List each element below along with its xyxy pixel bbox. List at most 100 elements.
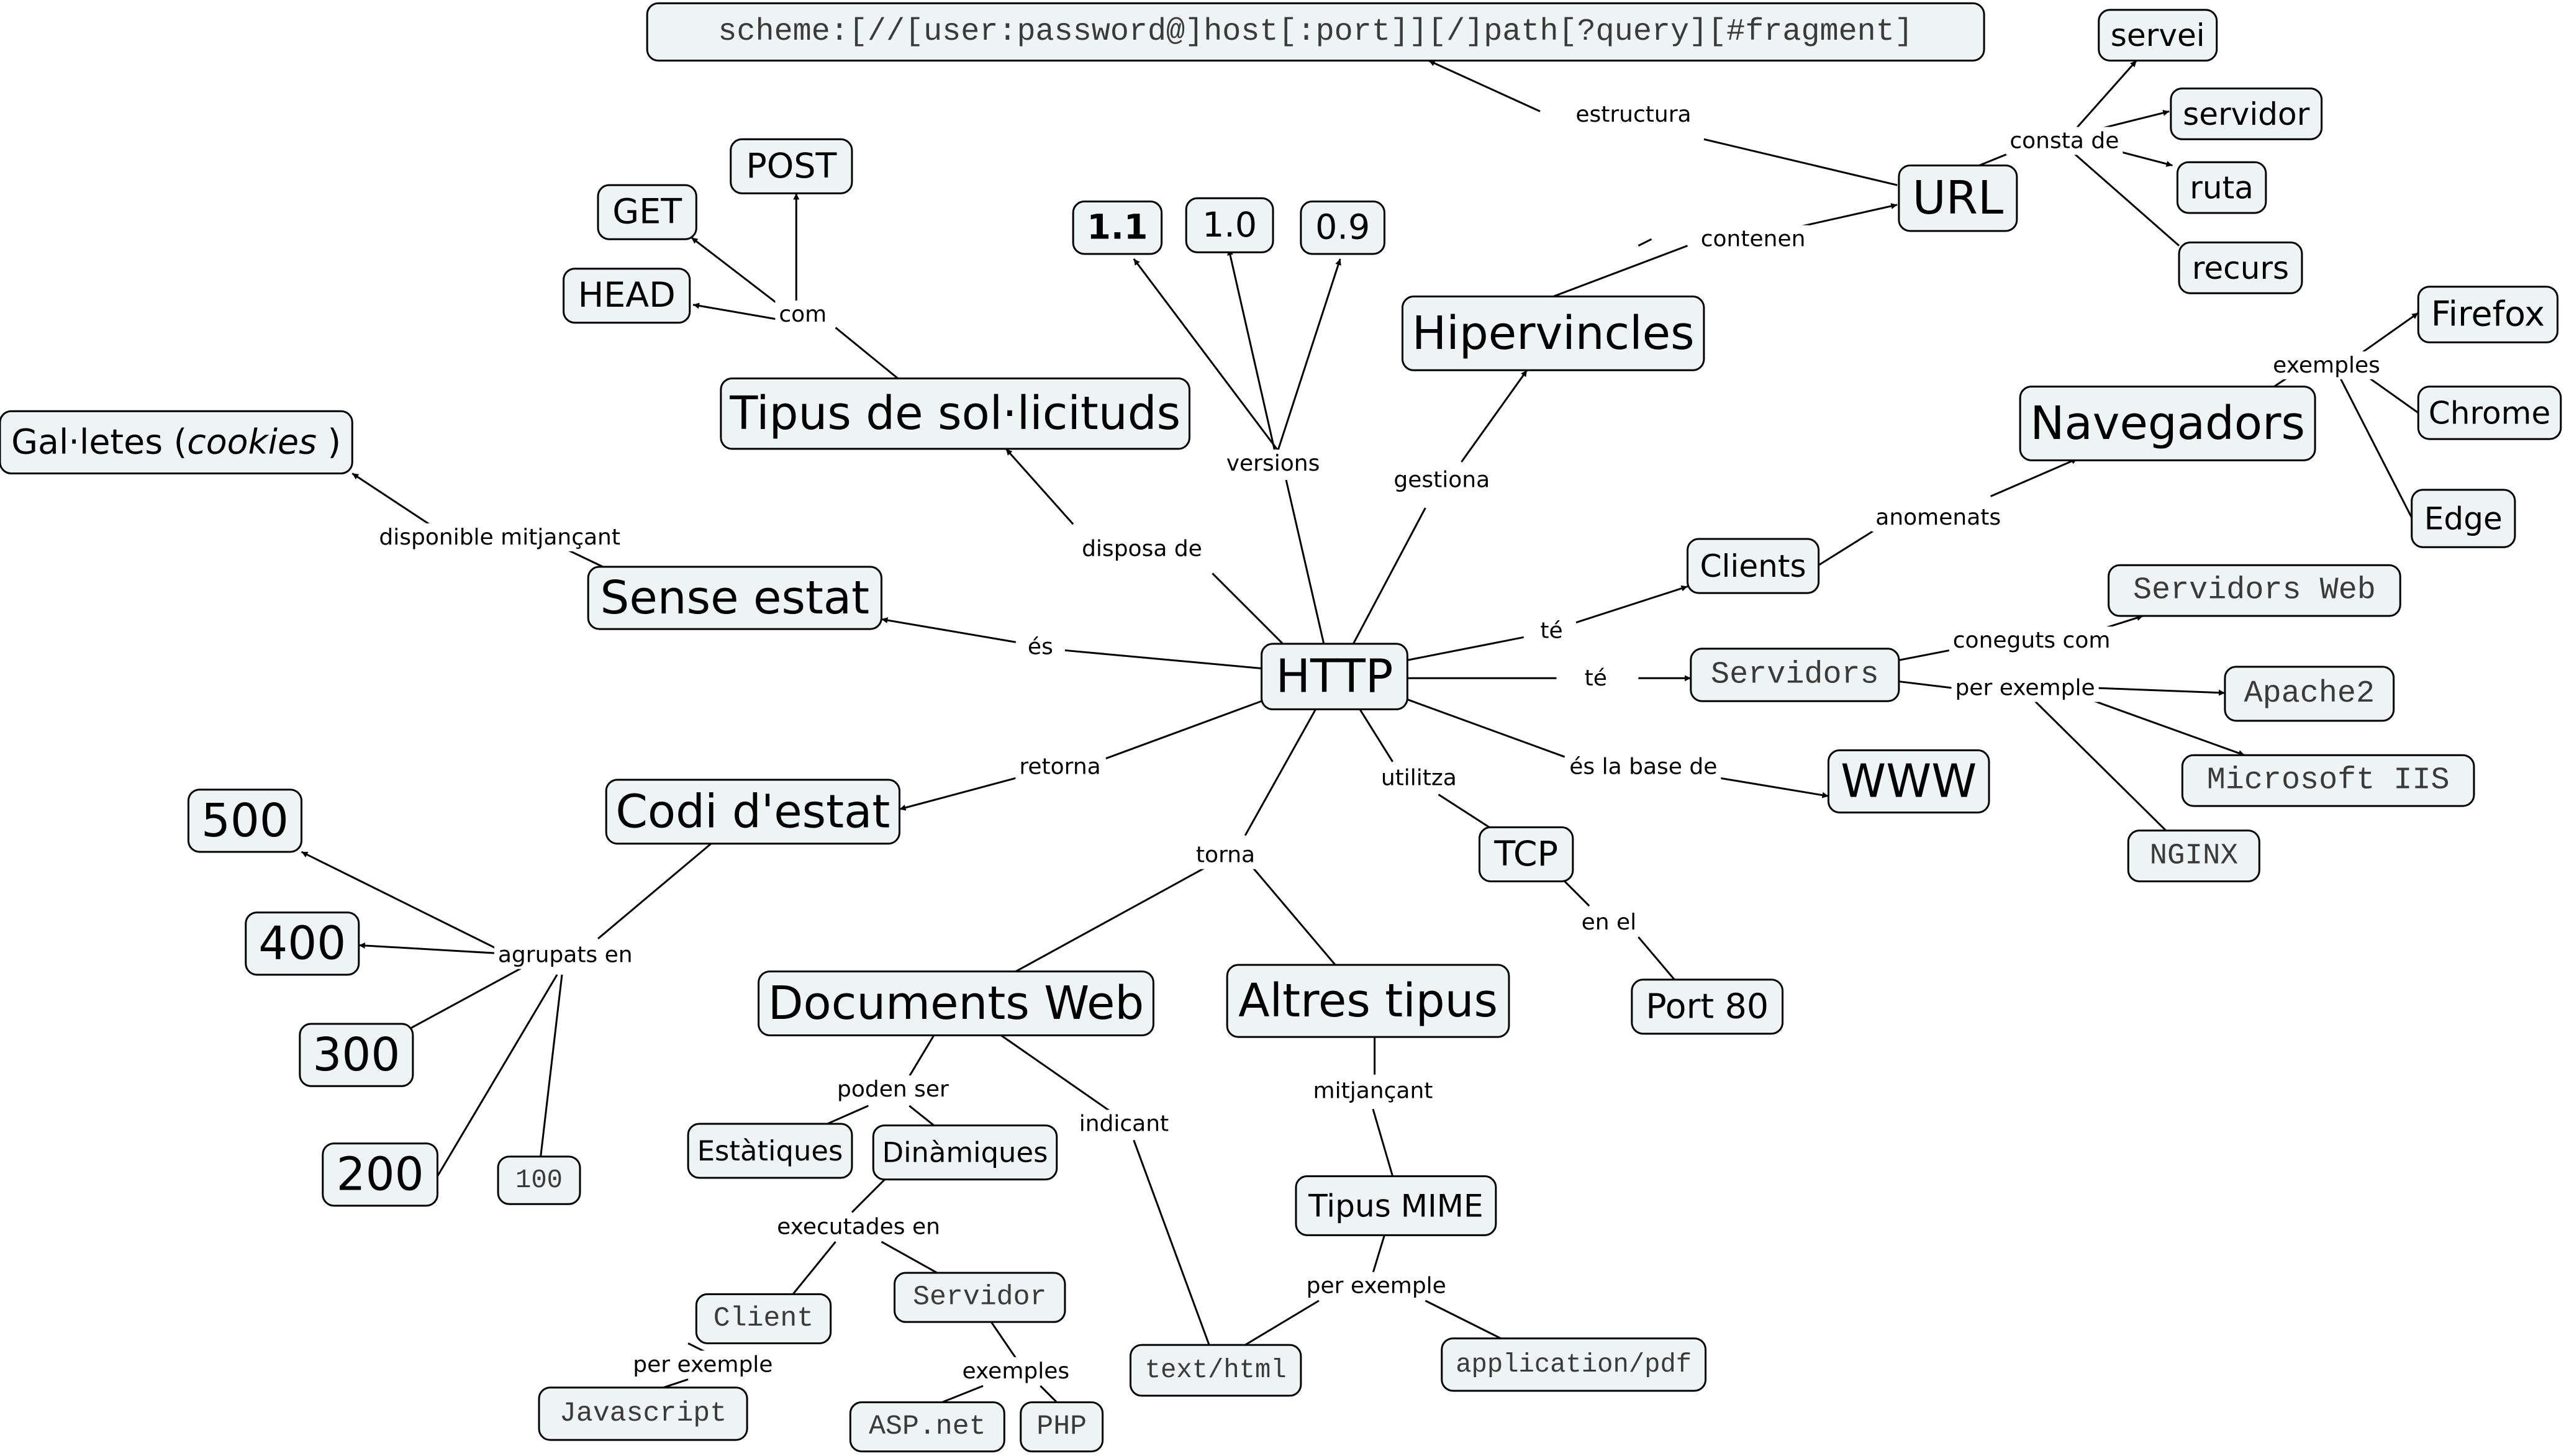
connector-line	[692, 302, 779, 320]
connector-line	[2031, 697, 2167, 831]
concept-label: 100	[515, 1165, 563, 1195]
concept-client-exec: Client	[695, 1293, 832, 1344]
connector-line	[827, 1105, 869, 1125]
link-label-per-exemple-mime: per exemple	[1302, 1272, 1450, 1300]
svg-text:agrupats en: agrupats en	[498, 943, 633, 968]
concept-label: Apache2	[2244, 676, 2375, 712]
svg-text:com: com	[779, 302, 827, 327]
connector-line	[437, 974, 558, 1177]
svg-text:exemples: exemples	[962, 1359, 1069, 1384]
connector-line	[1898, 681, 1954, 689]
connector-line	[908, 1105, 935, 1126]
svg-text:disponible mitjançant: disponible mitjançant	[379, 525, 620, 550]
concept-label: Dinàmiques	[882, 1136, 1048, 1169]
concept-label: servei	[2111, 17, 2205, 53]
concept-label: Tipus MIME	[1308, 1187, 1484, 1224]
connector-line	[691, 237, 784, 309]
concept-label: scheme:[//[user:password@]host[:port]][/…	[718, 14, 1913, 50]
concept-edge-browser: Edge	[2411, 489, 2516, 548]
concept-head: HEAD	[563, 268, 691, 324]
concept-label: NGINX	[2150, 839, 2238, 873]
link-label-retorna: retorna	[1015, 753, 1105, 781]
link-label-agrupats-en: agrupats en	[494, 941, 637, 969]
svg-text:gestiona: gestiona	[1393, 468, 1490, 493]
concept-box	[2098, 9, 2218, 62]
concept-label: recurs	[2192, 250, 2289, 286]
connector-line	[1638, 238, 1652, 247]
connector-line	[1703, 138, 1898, 186]
concept-label: Client	[714, 1303, 813, 1334]
concept-label: 200	[337, 1148, 424, 1201]
concept-box	[1226, 964, 1510, 1038]
concept-text-html: text/html	[1129, 1344, 1302, 1397]
connector-line	[1552, 245, 1688, 297]
concept-box	[894, 1272, 1066, 1323]
link-label-torna: torna	[1192, 841, 1259, 869]
concept-box	[1295, 1175, 1497, 1236]
concept-www: WWW	[1827, 749, 1990, 814]
concept-box	[2127, 830, 2260, 882]
svg-text:estructura: estructura	[1575, 102, 1691, 127]
connector-line	[1898, 648, 1959, 661]
concept-label: Port 80	[1646, 987, 1769, 1026]
connector-line	[941, 1385, 984, 1403]
concept-box	[2181, 754, 2475, 807]
link-label-poden-ser: poden ser	[833, 1075, 953, 1104]
connector-line	[1372, 1234, 1385, 1273]
link-label-en-el: en el	[1577, 908, 1641, 936]
connector-line	[1407, 636, 1524, 661]
connector-line	[2097, 687, 2225, 696]
concept-label: 500	[201, 794, 289, 848]
concept-box	[2417, 286, 2559, 343]
concept-label: HTTP	[1275, 650, 1393, 703]
connector-line	[1227, 248, 1276, 451]
concept-label: Navegadors	[2030, 397, 2305, 450]
concept-box	[187, 789, 302, 853]
svg-text:per exemple: per exemple	[1307, 1273, 1446, 1299]
svg-text:té: té	[1540, 618, 1562, 643]
concept-box	[730, 138, 853, 194]
link-label-disponible: disponible mitjançant	[375, 523, 625, 551]
connector-line	[1015, 867, 1205, 972]
connector-line	[1720, 777, 1829, 798]
link-label-versions: versions	[1222, 450, 1324, 478]
connector-line	[1372, 1108, 1394, 1177]
concept-label: 1.0	[1202, 206, 1257, 245]
svg-text:utilitza: utilitza	[1381, 766, 1457, 791]
concept-box	[605, 779, 900, 845]
concept-sense-estat: Sense estat	[587, 566, 882, 630]
concept-v09: 0.9	[1300, 201, 1385, 255]
concept-label: 300	[312, 1028, 400, 1082]
concept-label: Codi d'estat	[615, 785, 890, 838]
concept-documents-web: Documents Web	[758, 970, 1154, 1036]
concept-box	[849, 1401, 1005, 1453]
concept-label: Gal·letes (cookies )	[11, 422, 341, 462]
concept-label: Clients	[1700, 548, 1806, 584]
concept-box	[1020, 1401, 1104, 1453]
connector-line	[851, 1178, 886, 1213]
link-label-es-la-base: és la base de	[1565, 753, 1721, 781]
concept-box	[2411, 489, 2516, 548]
concept-box	[720, 377, 1190, 450]
concept-label: Documents Web	[768, 977, 1144, 1030]
concept-url: URL	[1898, 164, 2018, 232]
concept-label: Servidor	[913, 1282, 1046, 1313]
svg-text:coneguts com: coneguts com	[1953, 628, 2111, 653]
concept-galetes: Gal·letes (cookies )	[0, 410, 353, 474]
connector-line	[540, 974, 563, 1157]
concept-c300: 300	[299, 1023, 414, 1087]
svg-text:és la base de: és la base de	[1569, 754, 1717, 779]
concept-box	[2176, 161, 2267, 214]
concept-label: 1.1	[1087, 208, 1148, 248]
concept-microsoft-iis: Microsoft IIS	[2181, 754, 2475, 807]
concept-c400: 400	[245, 911, 360, 976]
concept-servidors-web: Servidors Web	[2108, 564, 2401, 617]
connector-line	[1990, 458, 2078, 497]
connector-line	[2070, 60, 2137, 135]
concept-tcp: TCP	[1478, 826, 1574, 882]
svg-text:anomenats: anomenats	[1875, 505, 2001, 530]
connector-line	[597, 843, 712, 939]
concept-box	[2170, 87, 2323, 140]
link-label-consta-de: consta de	[2006, 127, 2123, 155]
concept-app-pdf: application/pdf	[1441, 1337, 1707, 1392]
